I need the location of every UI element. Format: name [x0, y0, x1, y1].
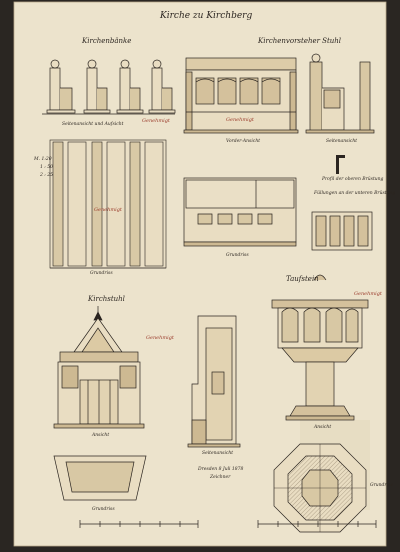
sheet-title: Kirche zu Kirchberg [160, 11, 253, 21]
scale-note-2: 1 : 50 [40, 165, 53, 170]
pulpit-side [187, 315, 241, 448]
pulpit-plan-caption: Grundriss [92, 507, 115, 512]
pulpit-side-caption: Seitenansicht [202, 451, 234, 456]
floor-plan-caption: Grundriss [90, 271, 113, 276]
pulpit-stamp: Genehmigt [146, 335, 174, 341]
pew-ends-caption: Seitenansicht und Aufsicht [62, 122, 124, 127]
profile-note: Profil der oberen Brüstung [322, 177, 384, 182]
council-chair-plan-caption: Grundriss [226, 253, 249, 258]
pew-ends-elevation [46, 59, 176, 114]
profile-glyph [336, 155, 345, 174]
font-elevation [271, 274, 369, 421]
lower-panels [311, 211, 373, 251]
font-stamp: Genehmigt [354, 291, 382, 297]
font-plan [273, 443, 367, 533]
pew-ends-heading: Kirchenbänke [82, 37, 132, 45]
signature-place-date: Dresden 8 Juli 1878 [198, 467, 244, 472]
font-front-caption: Ansicht [314, 425, 332, 430]
council-chair-plan [183, 177, 297, 247]
pulpit-heading: Kirchstuhl [88, 295, 125, 303]
lower-panel-note: Füllungen an der unteren Brüstung [314, 191, 396, 196]
scale-note-1: M. 1:20 [34, 157, 52, 162]
font-plan-caption: Grundriss [370, 483, 393, 488]
council-chair-stamp: Genehmigt [226, 117, 254, 123]
pulpit-front-caption: Ansicht [92, 433, 110, 438]
font-heading: Taufstein [286, 275, 319, 283]
council-chair-heading: Kirchenvorsteher Stuhl [258, 37, 342, 45]
floor-plan-stamp: Genehmigt [94, 207, 122, 213]
council-chair-side [305, 53, 375, 134]
pew-ends-stamp: Genehmigt [142, 118, 170, 124]
pulpit-front [53, 306, 145, 429]
council-chair-front [183, 57, 299, 134]
scale-bar-right [257, 520, 377, 528]
pew-floor-plan [49, 139, 167, 269]
pulpit-plan [53, 455, 147, 501]
council-chair-side-caption: Seitenansicht [326, 139, 358, 144]
scale-bar-left [79, 520, 199, 528]
scale-note-3: 2 : 25 [40, 173, 53, 178]
signature-name: Zeichner [210, 475, 231, 480]
council-chair-front-caption: Vorder-Ansicht [226, 139, 261, 144]
